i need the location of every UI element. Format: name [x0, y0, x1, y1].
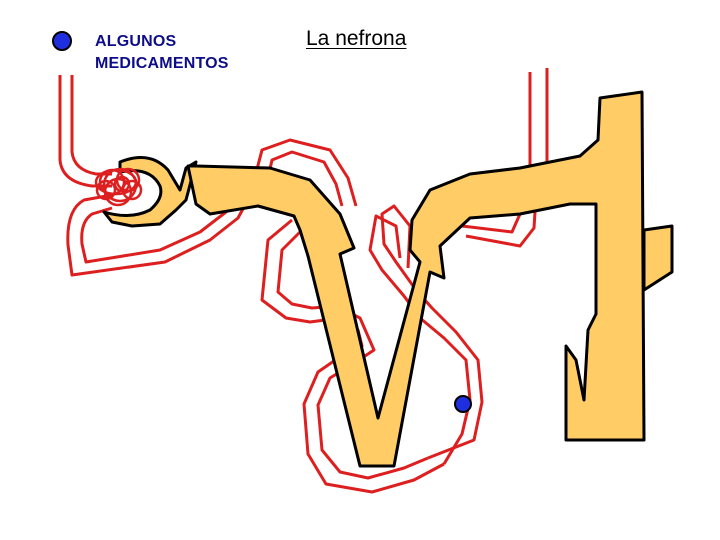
collecting-duct-branch	[642, 224, 674, 292]
capillary-loop-top	[248, 138, 358, 207]
drug-label-line1: ALGUNOS	[95, 33, 177, 50]
efferent-arteriole	[70, 75, 112, 176]
peritubular-capillaries	[58, 68, 549, 494]
capillary-loop-top-inner	[262, 150, 344, 207]
capillary-loop-left-inner	[80, 195, 238, 264]
capillary-loop-left	[66, 193, 252, 277]
glomerulus	[94, 167, 143, 207]
capillary-loop-middle	[316, 304, 429, 480]
drug-label-line2: MEDICAMENTOS	[95, 55, 229, 72]
capillary-loop-descending	[260, 218, 341, 324]
drug-label: ALGUNOS MEDICAMENTOS	[95, 31, 229, 75]
afferent-arteriole	[58, 75, 112, 188]
renal-tubule	[102, 90, 674, 468]
slide-title: La nefrona	[306, 27, 407, 50]
drug-dot-legend-icon	[52, 31, 72, 51]
capillary-loop-descending-inner	[276, 230, 337, 310]
bowmans-capsule	[102, 156, 198, 228]
proximal-tubule-and-loop-of-henle	[186, 90, 646, 468]
drug-dot-marker-icon	[454, 395, 472, 413]
